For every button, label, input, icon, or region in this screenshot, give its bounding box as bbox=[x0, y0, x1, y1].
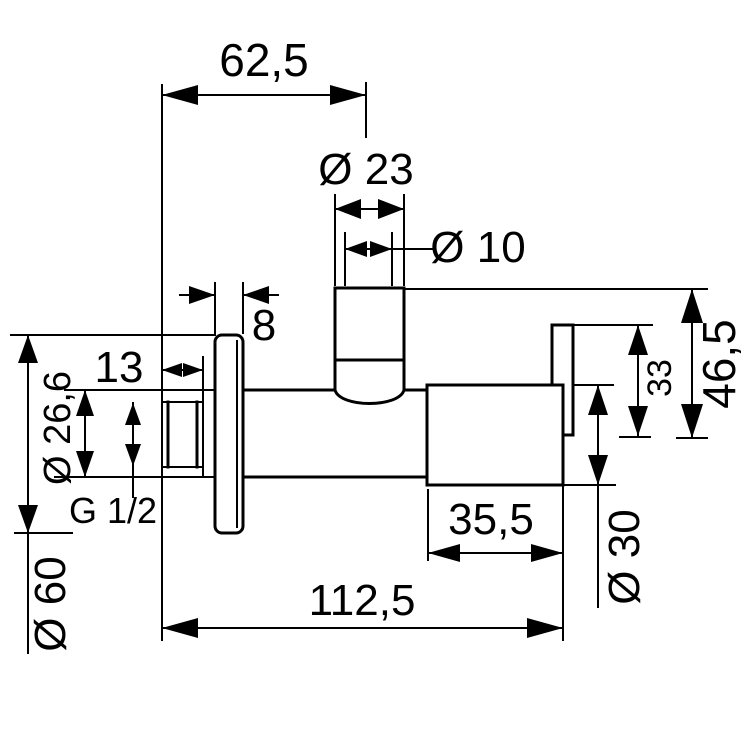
arrowhead bbox=[125, 444, 141, 466]
dim-label-handle-33: 33 bbox=[641, 359, 679, 397]
arrowhead bbox=[531, 544, 563, 562]
arrowhead bbox=[183, 363, 203, 377]
outlet-cylinder bbox=[425, 383, 565, 487]
arrowhead bbox=[18, 335, 38, 363]
dim-label-length-35-5: 35,5 bbox=[448, 495, 534, 544]
valve-seat-arc bbox=[333, 388, 406, 405]
arrowhead bbox=[428, 544, 460, 562]
dim-label-offset-62-5: 62,5 bbox=[219, 34, 309, 86]
arrowhead bbox=[628, 325, 648, 355]
dim-label-thread-g12: G 1/2 bbox=[69, 490, 157, 531]
arrowhead bbox=[76, 451, 94, 477]
dim-label-dia-26-6: Ø 26,6 bbox=[37, 371, 79, 485]
arrowhead bbox=[378, 199, 404, 219]
dim-label-length-112-5: 112,5 bbox=[309, 576, 416, 625]
arrowhead bbox=[681, 289, 703, 323]
dim-label-thickness-8: 8 bbox=[252, 301, 276, 350]
arrowhead bbox=[628, 406, 648, 436]
wall-plate bbox=[213, 333, 245, 535]
arrowhead bbox=[243, 286, 269, 304]
arrowhead bbox=[345, 241, 367, 257]
arrowhead bbox=[76, 390, 94, 416]
dim-label-dia-60: Ø 60 bbox=[26, 556, 75, 651]
arrowhead bbox=[681, 404, 703, 438]
dim-label-dia-30: Ø 30 bbox=[600, 509, 649, 604]
arrowhead bbox=[588, 455, 608, 485]
dimension-labels: 62,5 Ø 23 Ø 10 8 13 Ø 26,6 G 1/2 Ø 60 11… bbox=[26, 34, 745, 652]
arrowhead bbox=[189, 286, 215, 304]
arrowhead bbox=[330, 85, 366, 105]
handle-lever bbox=[550, 323, 575, 437]
dim-label-dia-10: Ø 10 bbox=[430, 223, 525, 272]
arrowhead bbox=[588, 385, 608, 415]
arrowhead bbox=[527, 618, 563, 638]
dim-label-thread-length-13: 13 bbox=[95, 343, 144, 392]
arrowhead bbox=[125, 403, 141, 425]
dimension-lines bbox=[10, 82, 708, 654]
arrowhead bbox=[370, 241, 392, 257]
arrowhead bbox=[162, 618, 198, 638]
arrowhead bbox=[18, 505, 38, 533]
arrowhead bbox=[162, 363, 182, 377]
dim-label-height-46-5: 46,5 bbox=[693, 319, 745, 409]
arrowhead bbox=[162, 85, 198, 105]
arrowhead bbox=[335, 199, 361, 219]
dim-label-dia-23: Ø 23 bbox=[318, 145, 413, 194]
